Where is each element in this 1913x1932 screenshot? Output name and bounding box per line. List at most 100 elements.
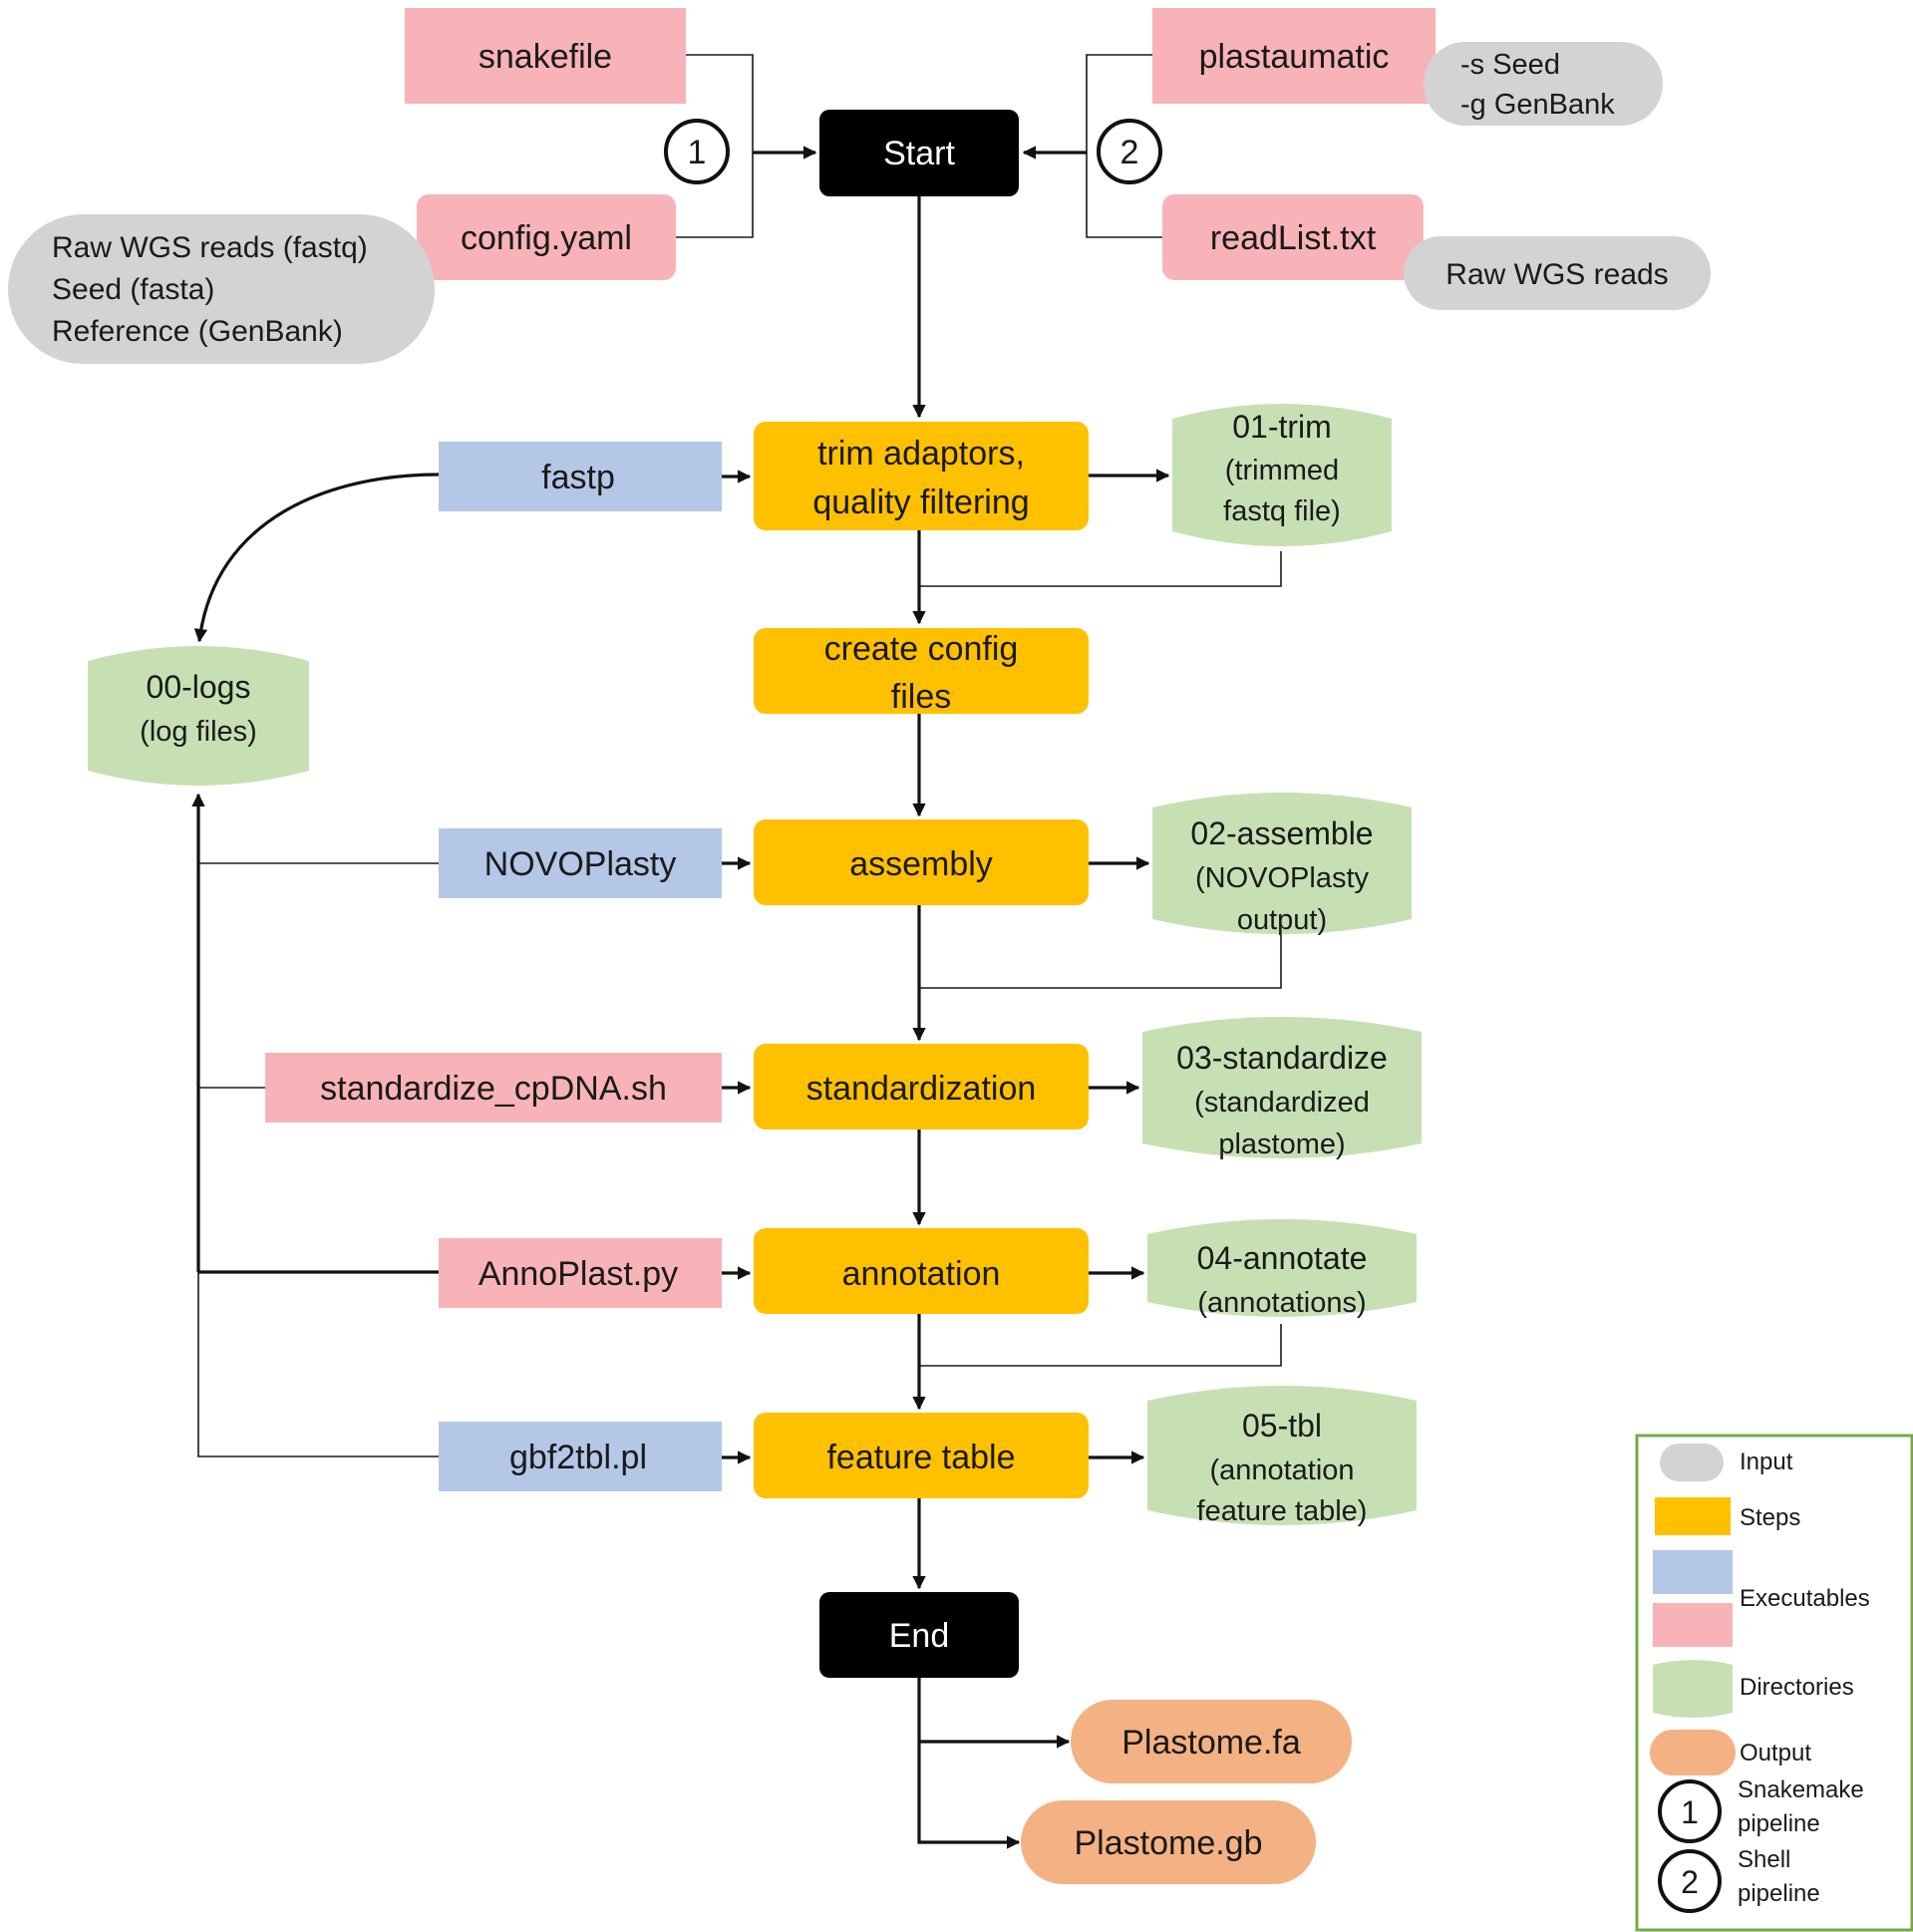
pipeline-2-marker: 2 <box>1097 119 1162 184</box>
step-annotation-label: annotation <box>842 1255 1001 1293</box>
connectors <box>191 54 1282 1849</box>
legend-executables: Executables <box>1653 1550 1870 1647</box>
dir-04-annotate-desc: (annotations) <box>1197 1287 1366 1319</box>
dir-02-assemble-name: 02-assemble <box>1190 815 1373 851</box>
legend-pipeline-2-circle <box>1658 1849 1722 1913</box>
legend-executables-label: Executables <box>1740 1585 1870 1612</box>
readlist-label: readList.txt <box>1210 219 1377 257</box>
legend-steps-label: Steps <box>1740 1504 1800 1531</box>
pipeline-1-marker: 1 <box>664 119 730 184</box>
legend-output-label: Output <box>1740 1740 1811 1767</box>
tool-fastp: fastp <box>439 442 722 511</box>
tool-gbf2tbl: gbf2tbl.pl <box>439 1422 722 1491</box>
dir-00-logs-name: 00-logs <box>147 669 251 705</box>
dir-04-annotate-name: 04-annotate <box>1197 1240 1368 1276</box>
step-standardization-label: standardization <box>806 1070 1037 1108</box>
legend-output-swatch <box>1650 1730 1736 1775</box>
tool-fastp-label: fastp <box>541 459 615 496</box>
dir-05-tbl: 05-tbl (annotation feature table) <box>1147 1386 1417 1527</box>
config-input-seed: Seed (fasta) <box>52 273 214 306</box>
dir-00-logs-desc: (log files) <box>140 716 257 748</box>
legend-pipeline-2-line-1: Shell <box>1738 1846 1790 1873</box>
plastaumatic-arg-seed: -s Seed <box>1460 49 1560 81</box>
node-readlist-input: Raw WGS reads <box>1404 236 1711 310</box>
step-feature-table: feature table <box>754 1413 1089 1498</box>
dir-05-tbl-name: 05-tbl <box>1242 1408 1322 1444</box>
legend-directories-swatch <box>1653 1660 1733 1718</box>
legend-shell-pipeline: 2 Shell pipeline <box>1658 1846 1820 1913</box>
dir-03-standardize: 03-standardize (standardized plastome) <box>1142 1017 1422 1160</box>
output-plastome-fa-label: Plastome.fa <box>1121 1724 1301 1762</box>
dir-05-tbl-desc-2: feature table) <box>1197 1495 1368 1527</box>
dir-01-trim-desc-2: fastq file) <box>1223 495 1341 527</box>
pipeline-2-number: 2 <box>1120 134 1139 171</box>
tool-novoplasty-label: NOVOPlasty <box>484 845 677 883</box>
output-plastome-gb-label: Plastome.gb <box>1075 1824 1263 1862</box>
step-annotation: annotation <box>754 1228 1089 1314</box>
end-label: End <box>889 1617 950 1655</box>
dir-02-assemble-desc-2: output) <box>1237 904 1327 936</box>
dir-02-assemble: 02-assemble (NOVOPlasty output) <box>1152 793 1412 936</box>
legend-pipeline-2-line-2: pipeline <box>1738 1880 1820 1907</box>
dir-01-trim-desc-1: (trimmed <box>1225 455 1339 486</box>
config-input-reads: Raw WGS reads (fastq) <box>52 231 368 264</box>
start-label: Start <box>883 135 955 172</box>
step-assembly-label: assembly <box>849 845 993 883</box>
output-plastome-gb: Plastome.gb <box>1021 1800 1316 1884</box>
step-config-line-2: files <box>891 678 951 716</box>
readlist-input-label: Raw WGS reads <box>1445 258 1668 291</box>
plastaumatic-label: plastaumatic <box>1199 38 1390 76</box>
legend-input-swatch <box>1660 1444 1724 1481</box>
tool-gbf2tbl-label: gbf2tbl.pl <box>509 1439 647 1476</box>
tool-annoplast: AnnoPlast.py <box>439 1238 722 1308</box>
legend-steps-swatch <box>1655 1497 1731 1535</box>
step-create-config: create config files <box>754 628 1089 716</box>
step-trim-line-2: quality filtering <box>812 483 1029 521</box>
node-config-inputs: Raw WGS reads (fastq) Seed (fasta) Refer… <box>8 214 435 364</box>
step-feature-table-label: feature table <box>826 1439 1015 1476</box>
tool-novoplasty: NOVOPlasty <box>439 828 722 898</box>
legend-directories-label: Directories <box>1740 1674 1854 1701</box>
tool-standardize: standardize_cpDNA.sh <box>265 1053 722 1123</box>
dir-04-annotate: 04-annotate (annotations) <box>1147 1219 1417 1319</box>
legend: Input Steps Executables Directories Outp… <box>1635 1434 1913 1932</box>
legend-pipeline-1-line-2: pipeline <box>1738 1810 1820 1837</box>
plastaumatic-arg-genbank: -g GenBank <box>1460 89 1615 121</box>
dir-03-standardize-name: 03-standardize <box>1176 1040 1388 1076</box>
dir-02-assemble-desc-1: (NOVOPlasty <box>1195 862 1370 894</box>
legend-directories: Directories <box>1653 1660 1854 1718</box>
dir-01-trim: 01-trim (trimmed fastq file) <box>1172 404 1392 546</box>
config-yaml-label: config.yaml <box>461 219 632 257</box>
step-config-line-1: create config <box>824 630 1019 668</box>
legend-output: Output <box>1650 1730 1811 1775</box>
dir-00-logs: 00-logs (log files) <box>88 646 309 786</box>
legend-pipeline-1-line-1: Snakemake <box>1738 1776 1864 1803</box>
tool-standardize-label: standardize_cpDNA.sh <box>320 1070 667 1108</box>
node-readlist: readList.txt <box>1162 194 1424 280</box>
snakefile-label: snakefile <box>478 38 612 76</box>
legend-executable-blue-swatch <box>1653 1550 1733 1594</box>
node-end: End <box>819 1592 1019 1678</box>
output-plastome-fa: Plastome.fa <box>1071 1700 1352 1783</box>
legend-pipeline-1-number: 1 <box>1681 1794 1699 1830</box>
node-config-yaml: config.yaml <box>417 194 676 280</box>
legend-input-label: Input <box>1740 1449 1793 1475</box>
dir-01-trim-name: 01-trim <box>1232 409 1332 445</box>
node-snakefile: snakefile <box>405 8 686 104</box>
dir-03-standardize-desc-2: plastome) <box>1218 1128 1345 1160</box>
config-input-reference: Reference (GenBank) <box>52 315 343 348</box>
legend-pipeline-1-circle <box>1658 1779 1722 1843</box>
legend-steps: Steps <box>1655 1497 1800 1535</box>
dir-03-standardize-desc-1: (standardized <box>1194 1087 1370 1119</box>
step-trim-line-1: trim adaptors, <box>817 435 1025 473</box>
node-plastaumatic: plastaumatic <box>1152 8 1435 104</box>
legend-snakemake-pipeline: 1 Snakemake pipeline <box>1658 1776 1864 1843</box>
node-start: Start <box>819 110 1019 196</box>
legend-pipeline-2-number: 2 <box>1681 1864 1699 1900</box>
legend-input: Input <box>1660 1444 1793 1481</box>
step-assembly: assembly <box>754 819 1089 905</box>
step-standardization: standardization <box>754 1044 1089 1129</box>
legend-executable-pink-swatch <box>1653 1603 1733 1647</box>
tool-annoplast-label: AnnoPlast.py <box>478 1255 678 1293</box>
